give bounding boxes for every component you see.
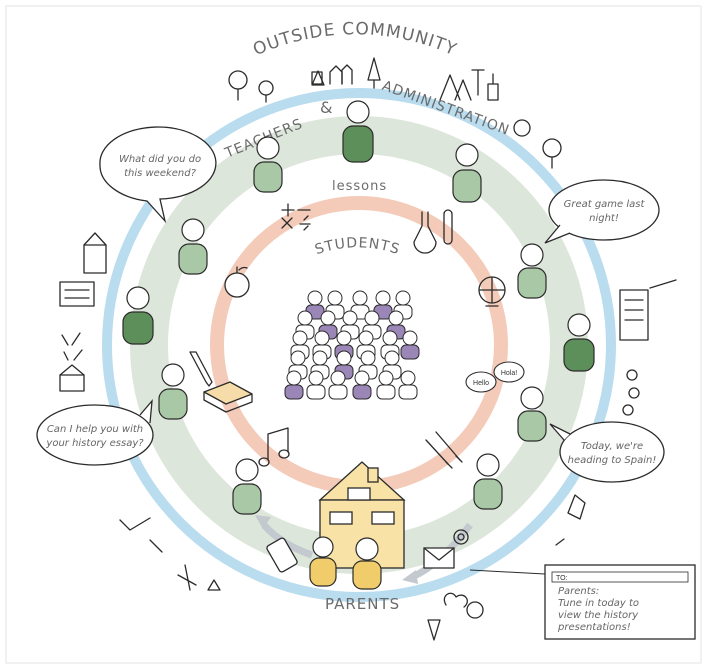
flask-icon [413, 209, 453, 254]
student-head [342, 310, 358, 326]
student-head [382, 330, 398, 346]
student-head [358, 330, 374, 346]
community-trees-top-left [228, 57, 381, 103]
student-body [352, 384, 372, 400]
student-head [378, 370, 394, 386]
student-head [286, 370, 302, 386]
student-head [292, 330, 308, 346]
history-bubble-line2: your history essay? [45, 438, 144, 449]
weekend-bubble-line1: What did you do [119, 154, 201, 165]
weekend-bubble-line2: this weekend? [124, 168, 197, 179]
student-head [384, 350, 400, 366]
outer-community-ring [102, 88, 616, 602]
teacher-figure-bottom-right [473, 453, 503, 510]
parent-figure-left [309, 536, 337, 587]
music-note-icon [258, 427, 290, 467]
student-head [395, 290, 411, 306]
history-bubble-line1: Can I help you with [47, 424, 143, 435]
admin-figure-top [342, 100, 374, 163]
note-line1: Parents: [558, 586, 599, 597]
student-head [314, 330, 330, 346]
student-head [360, 350, 376, 366]
community-sketches-bottom [119, 494, 586, 641]
phone-icon [266, 537, 298, 573]
student-head [364, 310, 380, 326]
admin-figure-right [563, 313, 595, 372]
note-line3: view the history [558, 610, 639, 621]
hello-text: Hello [473, 380, 489, 387]
parent-email-note: TO: Parents: Tune in today to view the h… [469, 564, 696, 640]
school-house-icon [318, 461, 406, 569]
students-label: STUDENTS [313, 235, 402, 258]
student-body [328, 384, 348, 400]
parent-figure-right [352, 537, 382, 590]
student-head [354, 370, 370, 386]
globe-icon [478, 276, 506, 307]
hola-text: Hola! [501, 370, 517, 377]
student-head [320, 310, 336, 326]
student-body [400, 344, 420, 360]
student-head [400, 370, 416, 386]
outside-community-label: OUTSIDE COMMUNITY [250, 19, 460, 60]
bubble-spain: Today, we're heading to Spain! [549, 421, 665, 483]
lessons-label: lessons [332, 179, 387, 194]
at-sign-icon [453, 529, 469, 545]
student-body [376, 384, 396, 400]
student-head [402, 330, 418, 346]
student-head [308, 370, 324, 386]
student-body [284, 384, 304, 400]
bubble-weekend: What did you do this weekend? [99, 126, 217, 224]
spain-bubble-line2: heading to Spain! [568, 455, 657, 466]
teacher-figure-top-left [253, 136, 283, 193]
student-head [352, 290, 368, 306]
student-body [306, 384, 326, 400]
ampersand-label: & [320, 98, 333, 117]
community-buildings-top-right [439, 69, 562, 169]
student-head [327, 290, 343, 306]
hello-bubbles: Hello Hola! [465, 361, 525, 393]
teacher-figure-right-upper [517, 243, 547, 299]
parents-label: PARENTS [325, 595, 400, 613]
paintbrush-icon [425, 431, 463, 469]
student-head [336, 330, 352, 346]
envelope-icon [423, 547, 455, 569]
note-to-label: TO: [556, 575, 568, 582]
pencil-icon [189, 351, 213, 387]
spain-bubble-line1: Today, we're [581, 441, 643, 452]
bubble-game: Great game last night! [544, 179, 660, 244]
game-bubble-line2: night! [589, 213, 619, 224]
student-head [290, 350, 306, 366]
teacher-figure-bottom-left [232, 458, 262, 515]
student-head [307, 290, 323, 306]
bubble-history: Can I help you with your history essay? [36, 399, 154, 466]
student-body [398, 384, 418, 400]
parent-figures [309, 536, 382, 590]
game-bubble-line1: Great game last [564, 199, 646, 210]
teacher-figure-left-lower [158, 363, 188, 420]
note-line2: Tune in today to [558, 598, 639, 609]
student-head [312, 350, 328, 366]
book-icon [203, 381, 253, 413]
student-head [388, 310, 404, 326]
student-head [330, 370, 346, 386]
teacher-figure-top-right [452, 143, 482, 203]
teacher-figure-right-lower [517, 386, 547, 442]
student-head [297, 310, 313, 326]
admin-figure-left [122, 286, 154, 345]
apple-icon [224, 266, 250, 298]
frame-border [5, 5, 702, 664]
math-symbols-icon [281, 203, 311, 231]
teacher-figure-left-upper [178, 218, 208, 275]
community-buildings-right [619, 279, 677, 416]
student-head [375, 290, 391, 306]
student-head [336, 350, 352, 366]
note-line4: presentations! [557, 622, 631, 633]
students-crowd [284, 290, 420, 400]
teacher-figures [122, 100, 595, 515]
community-houses-left [59, 232, 107, 392]
